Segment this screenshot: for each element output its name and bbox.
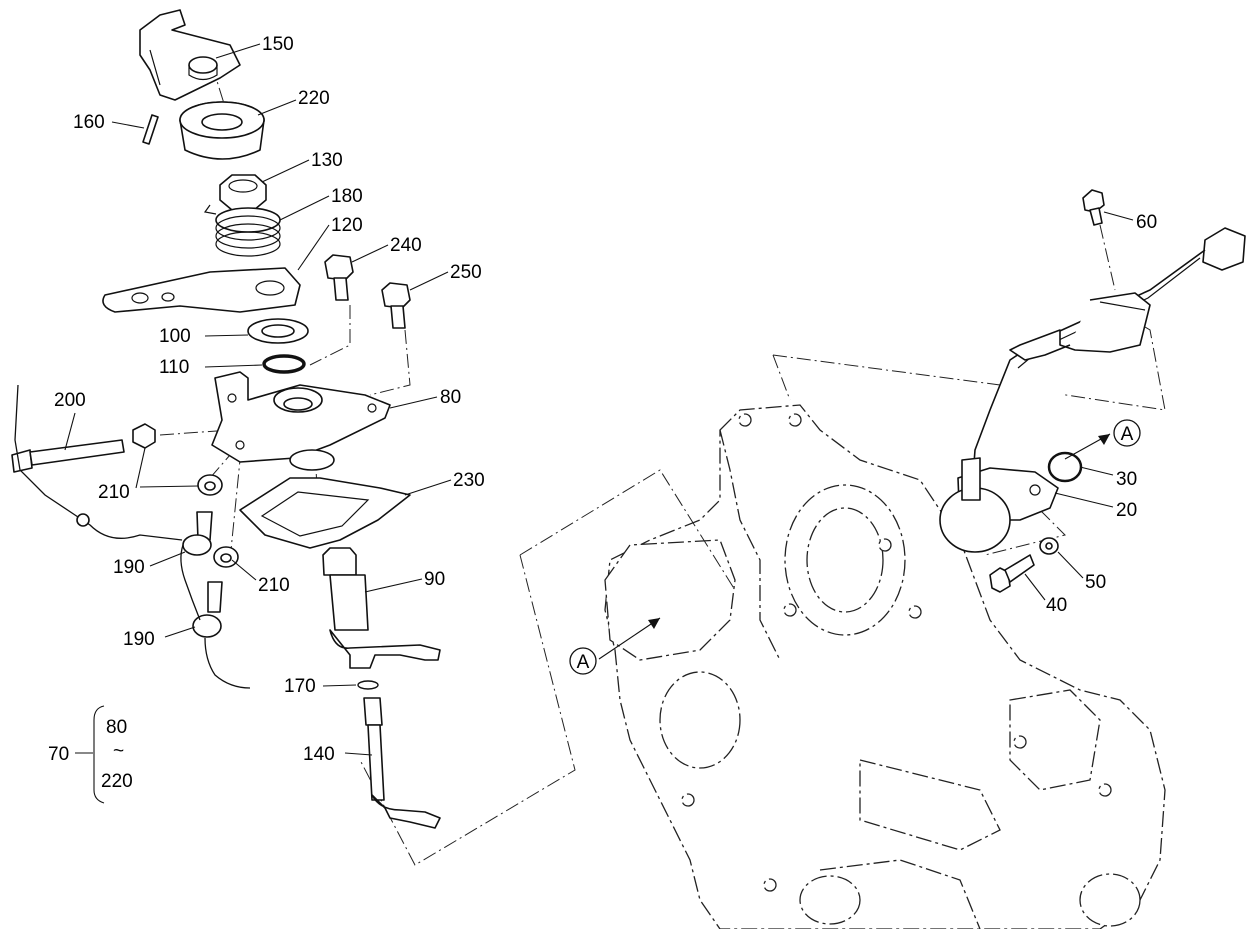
label-250: 250 [450, 262, 482, 283]
part-200-bolt [11, 439, 125, 473]
reference-a-right: A [1113, 419, 1141, 447]
part-50-washer [1039, 537, 1059, 555]
part-150-bracket [139, 9, 241, 101]
part-number-labels: 150 160 220 130 180 120 240 250 100 110 … [54, 34, 1157, 765]
label-230: 230 [453, 470, 485, 491]
part-220-collar [179, 101, 265, 160]
label-180: 180 [331, 186, 363, 207]
label-30: 30 [1116, 469, 1137, 490]
label-130: 130 [311, 150, 343, 171]
sensor-bracket-cable [971, 227, 1246, 491]
engine-housing [604, 404, 1166, 929]
assembly-range-start: 80 [106, 717, 127, 738]
part-120-lever [102, 267, 301, 313]
part-160-pin [142, 114, 159, 145]
reference-a-left: A [569, 647, 597, 675]
reference-a-right-label: A [1121, 424, 1134, 445]
label-160: 160 [73, 112, 105, 133]
part-100-washer [247, 318, 309, 344]
label-120: 120 [331, 215, 363, 236]
label-190-b: 190 [123, 629, 155, 650]
part-210-washer-a [197, 474, 223, 496]
part-210-washer-b [213, 546, 239, 568]
label-40: 40 [1046, 595, 1067, 616]
label-90: 90 [424, 569, 445, 590]
label-240: 240 [390, 235, 422, 256]
part-30-oring [1047, 451, 1083, 483]
label-50: 50 [1085, 572, 1106, 593]
assembly-range-separator: ~ [113, 741, 124, 762]
label-140: 140 [303, 744, 335, 765]
part-210-nut-a [132, 423, 156, 449]
label-150: 150 [262, 34, 294, 55]
part-60-bolt [1082, 189, 1105, 226]
assembly-range: 70 80 ~ 220 [48, 705, 133, 804]
label-110: 110 [159, 357, 189, 378]
label-20: 20 [1116, 500, 1137, 521]
part-250-bolt [381, 282, 411, 329]
reference-a-left-label: A [577, 652, 590, 673]
sensor-wires [14, 384, 251, 689]
part-230-gasket [239, 477, 411, 549]
label-210-a: 210 [98, 482, 130, 503]
label-200: 200 [54, 390, 86, 411]
part-90-shaft [322, 547, 441, 669]
label-80: 80 [440, 387, 461, 408]
leader-lines [64, 43, 1134, 756]
part-140-shaft [363, 697, 441, 829]
part-170-circlip [357, 680, 379, 690]
part-190-bolt-b [192, 581, 223, 638]
assembly-number: 70 [48, 744, 69, 765]
part-110-oring [262, 354, 306, 374]
part-130-nut [219, 174, 267, 211]
part-20-sensor [939, 457, 1059, 553]
label-220: 220 [298, 88, 330, 109]
label-60: 60 [1136, 212, 1157, 233]
label-170: 170 [284, 676, 316, 697]
part-80-cover [211, 371, 391, 471]
part-240-bolt [324, 254, 354, 301]
part-40-bolt [989, 554, 1035, 593]
label-210-b: 210 [258, 575, 290, 596]
part-180-spring [203, 204, 281, 257]
label-100: 100 [159, 326, 191, 347]
assembly-range-end: 220 [101, 771, 133, 792]
part-190-bolt-a [182, 511, 213, 556]
label-190-a: 190 [113, 557, 145, 578]
